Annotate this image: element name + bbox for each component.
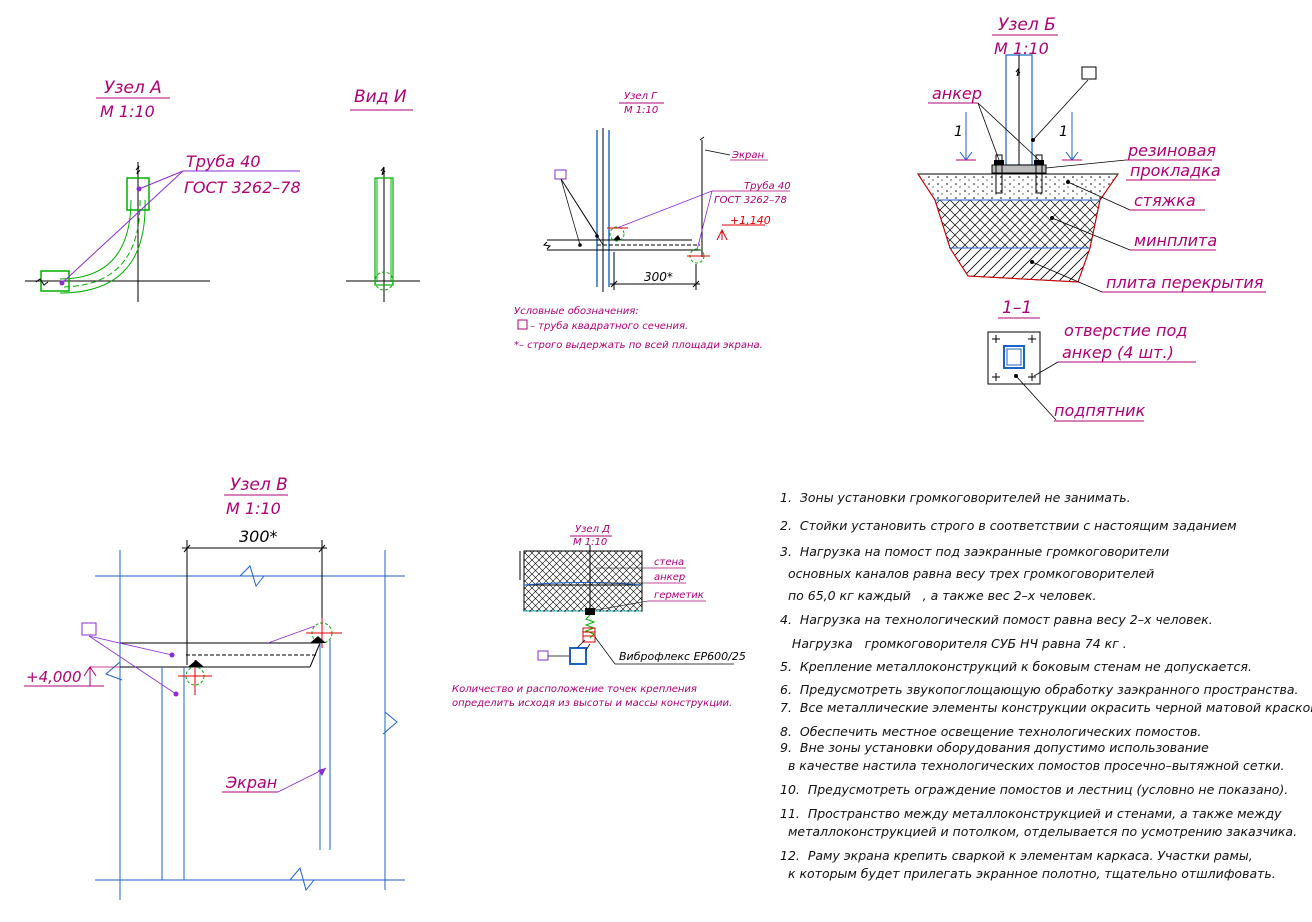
note-line: основных каналов равна весу трех громког…	[780, 566, 1154, 581]
node-b-title: Узел Б	[998, 15, 1056, 35]
cut-mark-right: 1	[1059, 124, 1068, 140]
note-line: в качестве настила технологических помос…	[780, 758, 1285, 773]
bearing-label: подпятник	[1054, 401, 1146, 420]
view-i: Вид И	[346, 87, 420, 302]
legend-star: *– строго выдержать по всей площади экра…	[514, 340, 763, 351]
note-line: 12. Раму экрана крепить сваркой к элемен…	[780, 848, 1253, 863]
note-line: 6. Предусмотреть звукопоглощающую обрабо…	[780, 682, 1299, 697]
node-g-gost: ГОСТ 3262–78	[714, 195, 787, 206]
node-d-anchor: анкер	[654, 572, 685, 583]
node-d-note-2: определить исходя из высоты и массы конс…	[452, 698, 732, 709]
note-line: 5. Крепление металлоконструкций к боковы…	[780, 659, 1252, 674]
node-d-note-1: Количество и расположение точек креплени…	[452, 684, 697, 695]
node-g: Узел Г М 1:10 Экран Труба 40 ГОСТ 3262–7…	[514, 91, 791, 351]
node-d-vibro: Виброфлекс ЕР600/25	[619, 650, 746, 663]
note-line: 11. Пространство между металлоконструкци…	[780, 806, 1282, 821]
node-a-title: Узел А	[104, 78, 162, 98]
hole-label-2: анкер (4 шт.)	[1062, 343, 1174, 362]
note-line: к которым будет прилегать экранное полот…	[780, 866, 1276, 881]
section-1-1: 1–1 отверстие под анкер (4 шт.) подпятни…	[987, 298, 1196, 422]
node-a: Узел А М 1:10 Труба 40 ГОСТ 3262–78	[25, 78, 301, 302]
note-line: 8. Обеспечить местное освещение технолог…	[780, 724, 1201, 739]
node-v: Узел В М 1:10 300*	[24, 475, 405, 900]
rubber-label-1: резиновая	[1127, 141, 1216, 160]
legend-title: Условные обозначения:	[514, 305, 639, 317]
note-line: по 65,0 кг каждый , а также вес 2–х чело…	[780, 588, 1096, 603]
note-line: Нагрузка громкоговорителя СУБ НЧ равна 7…	[780, 636, 1127, 651]
node-d-scale: М 1:10	[573, 537, 607, 548]
legend-square: – труба квадратного сечения.	[530, 320, 688, 332]
general-notes: 1. Зоны установки громкоговорителей не з…	[780, 490, 1312, 881]
node-d: Узел Д М 1:10 стена анкер герметик Вибро…	[452, 524, 746, 709]
node-a-pipe-label: Труба 40	[186, 152, 261, 171]
hole-label-1: отверстие под	[1064, 321, 1187, 340]
node-a-gost: ГОСТ 3262–78	[184, 178, 301, 197]
note-line: 2. Стойки установить строго в соответств…	[780, 518, 1237, 533]
node-g-scale: М 1:10	[624, 105, 658, 116]
node-b-scale: М 1:10	[994, 39, 1049, 58]
node-g-level: +1,140	[730, 214, 771, 227]
node-d-title: Узел Д	[575, 524, 610, 535]
node-d-sealant: герметик	[654, 590, 704, 601]
rubber-label-2: прокладка	[1130, 161, 1221, 180]
cut-mark-left: 1	[954, 124, 963, 140]
node-v-dim: 300*	[239, 527, 278, 546]
screed-label: стяжка	[1134, 191, 1196, 210]
view-i-title: Вид И	[354, 87, 407, 107]
note-line: 1. Зоны установки громкоговорителей не з…	[780, 490, 1131, 505]
section-title: 1–1	[1002, 298, 1032, 318]
node-b-anchor: анкер	[932, 84, 982, 103]
mineral-label: минплита	[1134, 231, 1217, 250]
node-d-wall: стена	[654, 557, 684, 568]
note-line: 4. Нагрузка на технологический помост ра…	[780, 612, 1213, 627]
note-line: 7. Все металлические элементы конструкци…	[780, 700, 1312, 715]
node-v-title: Узел В	[230, 475, 288, 495]
note-line: 10. Предусмотреть ограждение помостов и …	[780, 782, 1288, 797]
node-v-scale: М 1:10	[226, 499, 281, 518]
node-b: Узел Б М 1:10 1 1 анкер	[917, 15, 1266, 293]
node-g-dim: 300*	[644, 270, 673, 284]
note-line: 9. Вне зоны установки оборудования допус…	[780, 740, 1209, 755]
node-v-level: +4,000	[26, 668, 82, 686]
note-line: металлоконструкцией и потолком, отделыва…	[780, 824, 1297, 839]
node-g-screen: Экран	[731, 150, 764, 161]
node-v-screen: Экран	[225, 773, 277, 792]
node-g-pipe: Труба 40	[744, 180, 791, 192]
node-g-title: Узел Г	[624, 91, 658, 102]
slab-label: плита перекрытия	[1106, 273, 1264, 292]
node-a-scale: М 1:10	[100, 102, 155, 121]
note-line: 3. Нагрузка на помост под заэкранные гро…	[780, 544, 1169, 559]
